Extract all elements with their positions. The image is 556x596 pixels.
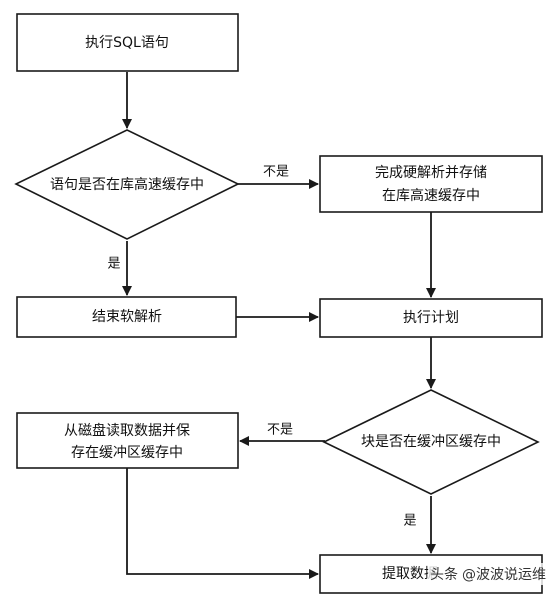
node-hard-parse-line2: 在库高速缓存中 (382, 187, 480, 204)
edge-label-cache-no: 不是 (263, 165, 289, 180)
watermark: 头条 @波波说运维 (428, 563, 546, 585)
edge-disk-read-to-fetch (126, 468, 319, 579)
watermark-handle: @波波说运维 (462, 567, 546, 583)
node-hard-parse-line1: 完成硬解析并存储 (375, 165, 487, 181)
edge-label-buffer-yes: 是 (403, 514, 416, 529)
node-fetch-data-label: 提取数据 (382, 566, 438, 582)
node-cache-check-label: 语句是否在库高速缓存中 (50, 176, 204, 193)
node-hard-parse: 完成硬解析并存储 在库高速缓存中 (319, 155, 543, 213)
node-soft-parse-end: 结束软解析 (16, 296, 237, 338)
node-exec-plan-label: 执行计划 (403, 310, 459, 326)
node-buffer-check-label: 块是否在缓冲区缓存中 (361, 434, 501, 450)
edges (122, 72, 436, 579)
node-disk-read-line2: 存在缓冲区缓存中 (71, 445, 183, 461)
node-soft-parse-end-label: 结束软解析 (92, 309, 162, 325)
node-exec-sql: 执行SQL语句 (16, 13, 239, 72)
node-exec-sql-label: 执行SQL语句 (85, 35, 169, 51)
node-cache-check: 语句是否在库高速缓存中 (14, 129, 240, 240)
node-buffer-check: 块是否在缓冲区缓存中 (322, 389, 540, 495)
watermark-prefix: 头条 (430, 566, 458, 583)
node-disk-read-line1: 从磁盘读取数据并保 (64, 422, 190, 439)
node-exec-plan: 执行计划 (319, 298, 543, 338)
node-disk-read: 从磁盘读取数据并保 存在缓冲区缓存中 (16, 412, 239, 469)
edge-label-buffer-no: 不是 (267, 423, 293, 438)
edge-label-cache-yes: 是 (107, 257, 120, 272)
